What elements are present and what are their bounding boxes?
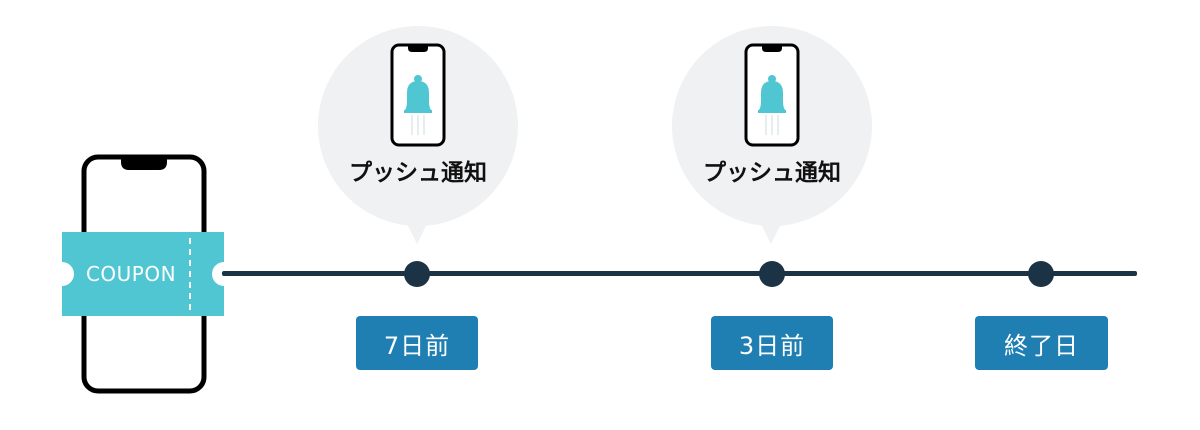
push-notification-label: プッシュ通知 — [703, 160, 841, 186]
milestone-label-7-days: 7日前 — [356, 316, 478, 370]
bubble-tail — [759, 220, 783, 244]
timeline-dot — [759, 261, 785, 287]
bell-icon — [744, 43, 800, 147]
timeline-line — [222, 271, 1137, 276]
push-notification-bubble: プッシュ通知 — [672, 26, 872, 226]
push-notification-label: プッシュ通知 — [349, 160, 487, 186]
push-notification-bubble: プッシュ通知 — [318, 26, 518, 226]
timeline-dot — [1028, 261, 1054, 287]
bubble-tail — [405, 220, 429, 244]
coupon-label: COUPON — [85, 262, 177, 286]
milestone-label-end-date: 終了日 — [975, 316, 1108, 370]
timeline-dot — [404, 261, 430, 287]
bell-icon — [390, 43, 446, 147]
milestone-label-3-days: 3日前 — [711, 316, 833, 370]
coupon-ticket — [62, 232, 224, 316]
